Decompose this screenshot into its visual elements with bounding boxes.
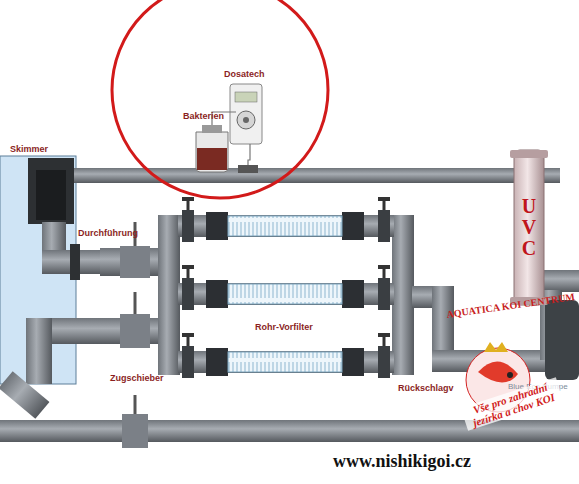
part-label: Durchführung: [78, 229, 138, 239]
part-label: Dosatech: [224, 70, 265, 80]
part-label: Bakterien: [183, 112, 224, 122]
uvc-vessel: UVC: [514, 158, 544, 297]
uvc-label: UVC: [519, 196, 539, 259]
part-label: Rohr-Vorfilter: [255, 323, 313, 333]
part-label: Zugschieber: [110, 374, 164, 384]
website-url: www.nishikigoi.cz: [333, 452, 471, 472]
part-label: Skimmer: [10, 145, 48, 155]
part-label: Rückschlagv: [398, 384, 454, 394]
